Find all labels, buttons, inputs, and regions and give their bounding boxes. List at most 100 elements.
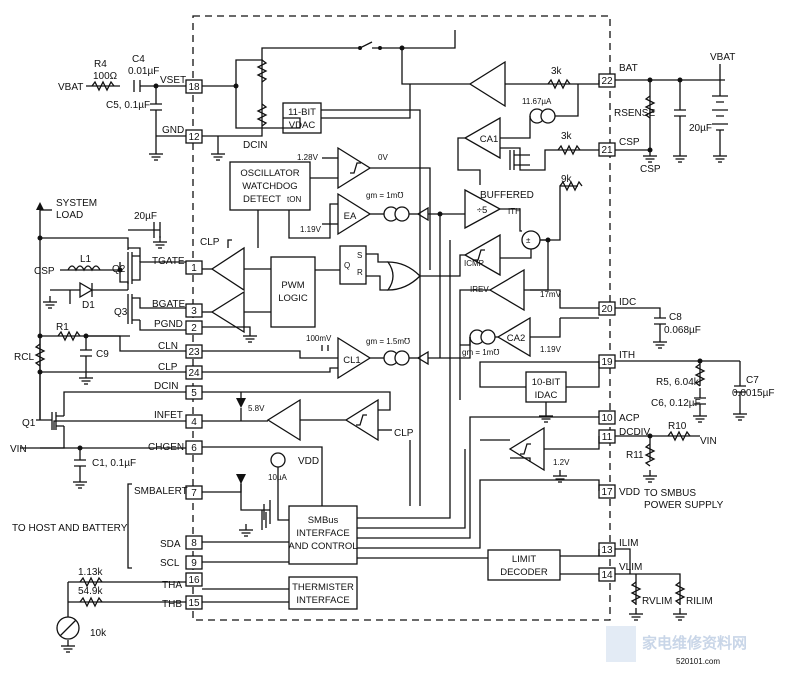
pin-21: 21 — [601, 145, 613, 156]
label-113k: 1.13k — [78, 567, 103, 578]
smbus-line2: INTERFACE — [296, 528, 349, 539]
label-ca1: CA1 — [480, 134, 498, 145]
label-irev: IREV — [470, 285, 489, 294]
oscillator-line2: WATCHDOG — [242, 181, 297, 192]
label-vbat-right: VBAT — [710, 52, 735, 63]
left-external-wiring — [20, 80, 219, 620]
label-icmp: ICMP — [464, 259, 484, 268]
pin-19: 19 — [601, 357, 613, 368]
label-csp-bottom: CSP — [640, 164, 661, 175]
label-c7: C7 — [746, 375, 759, 386]
label-cl1: CL1 — [343, 355, 360, 366]
label-div5: ÷5 — [477, 205, 488, 216]
label-rvlim: RVLIM — [642, 596, 672, 607]
switch-contact-a — [358, 46, 362, 50]
or-gate — [386, 261, 421, 291]
internal-mosfets — [261, 150, 530, 530]
smbus-line1: SMBus — [308, 515, 339, 526]
pin-3: 3 — [191, 306, 197, 317]
internal-resistors — [547, 78, 583, 192]
limit-line2: DECODER — [500, 567, 548, 578]
label-acp: ACP — [619, 413, 640, 424]
label-vset: VSET — [160, 75, 186, 86]
label-thb: THB — [162, 599, 182, 610]
label-vbat-left: VBAT — [58, 82, 83, 93]
label-3k-a: 3k — [551, 66, 563, 77]
vdac-line2: VDAC — [289, 120, 316, 131]
diode-d1 — [79, 281, 94, 299]
label-to-host: TO HOST AND BATTERY — [12, 523, 128, 534]
label-sda: SDA — [160, 539, 181, 550]
label-to-smbus: TO SMBUS — [644, 488, 696, 499]
label-1167ua: 11.67µA — [522, 97, 552, 106]
sr-latch-block — [339, 245, 367, 285]
label-9k: 9k — [561, 174, 573, 185]
label-vlim: VLIM — [619, 562, 642, 573]
thermister-line1: THERMISTER — [292, 582, 354, 593]
label-c4-value: 0.01µF — [128, 66, 159, 77]
label-csp-pin: CSP — [619, 137, 640, 148]
pin-12: 12 — [188, 132, 200, 143]
zener-58v — [236, 398, 246, 408]
label-c8: C8 — [669, 312, 682, 323]
pwm-logic-block — [270, 256, 316, 328]
latch-q: Q — [344, 261, 350, 270]
thermister-line2: INTERFACE — [296, 595, 349, 606]
label-vdd-mid: VDD — [298, 456, 319, 467]
label-tha: THA — [162, 580, 182, 591]
label-dcdiv: DCDIV — [619, 427, 650, 438]
pin-7: 7 — [191, 488, 197, 499]
label-119v-b: 1.19V — [540, 345, 562, 354]
label-10k: 10k — [90, 628, 107, 639]
left-pin-boxes — [185, 79, 203, 610]
label-pgnd: PGND — [154, 319, 183, 330]
hysteresis-symbols — [350, 162, 531, 455]
label-c9: C9 — [96, 349, 109, 360]
label-rilim: RILIM — [686, 596, 713, 607]
label-system: SYSTEM — [56, 198, 97, 209]
label-scl: SCL — [160, 558, 180, 569]
pin-24: 24 — [188, 368, 200, 379]
label-q1: Q1 — [22, 418, 36, 429]
label-d1: D1 — [82, 300, 95, 311]
smbus-line3: AND CONTROL — [288, 541, 357, 552]
label-rsense: RSENSE — [614, 108, 655, 119]
chip-boundary — [192, 15, 611, 621]
label-ith-buf: ITH — [508, 207, 521, 216]
label-bat: BAT — [619, 63, 638, 74]
limit-decoder-block — [487, 549, 561, 581]
pin-14: 14 — [601, 570, 613, 581]
label-r10: R10 — [668, 421, 687, 432]
label-c1: C1, 0.1µF — [92, 458, 136, 469]
label-gm1-b: gm = 1m℧ — [462, 348, 499, 357]
right-external-wiring — [615, 64, 746, 605]
label-c8-value: 0.068µF — [664, 325, 701, 336]
pin-9: 9 — [191, 558, 197, 569]
oscillator-block — [229, 161, 311, 211]
label-idc: IDC — [619, 297, 636, 308]
label-load: LOAD — [56, 210, 83, 221]
label-ea: EA — [344, 211, 357, 222]
label-r5: R5, 6.04k — [656, 377, 700, 388]
label-20uf-a: 20µF — [134, 211, 157, 222]
label-10ua: 10µA — [268, 473, 288, 482]
label-infet: INFET — [154, 410, 183, 421]
label-ilim: ILIM — [619, 538, 638, 549]
pin-17: 17 — [601, 487, 613, 498]
latch-r: R — [357, 268, 363, 277]
label-l1: L1 — [80, 254, 92, 265]
idac-line1: 10-BIT — [532, 377, 561, 388]
label-clp-infet: CLP — [394, 428, 414, 439]
pin-8: 8 — [191, 538, 197, 549]
label-bgate: BGATE — [152, 299, 185, 310]
label-vin-left: VIN — [10, 444, 27, 455]
smbus-block — [288, 505, 358, 565]
label-csp-left: CSP — [34, 266, 55, 277]
oscillator-line3: DETECT — [243, 194, 281, 205]
label-rcl: RCL — [14, 352, 34, 363]
label-c4: C4 — [132, 54, 145, 65]
label-clp-top: CLP — [200, 237, 220, 248]
pin-16: 16 — [188, 575, 200, 586]
